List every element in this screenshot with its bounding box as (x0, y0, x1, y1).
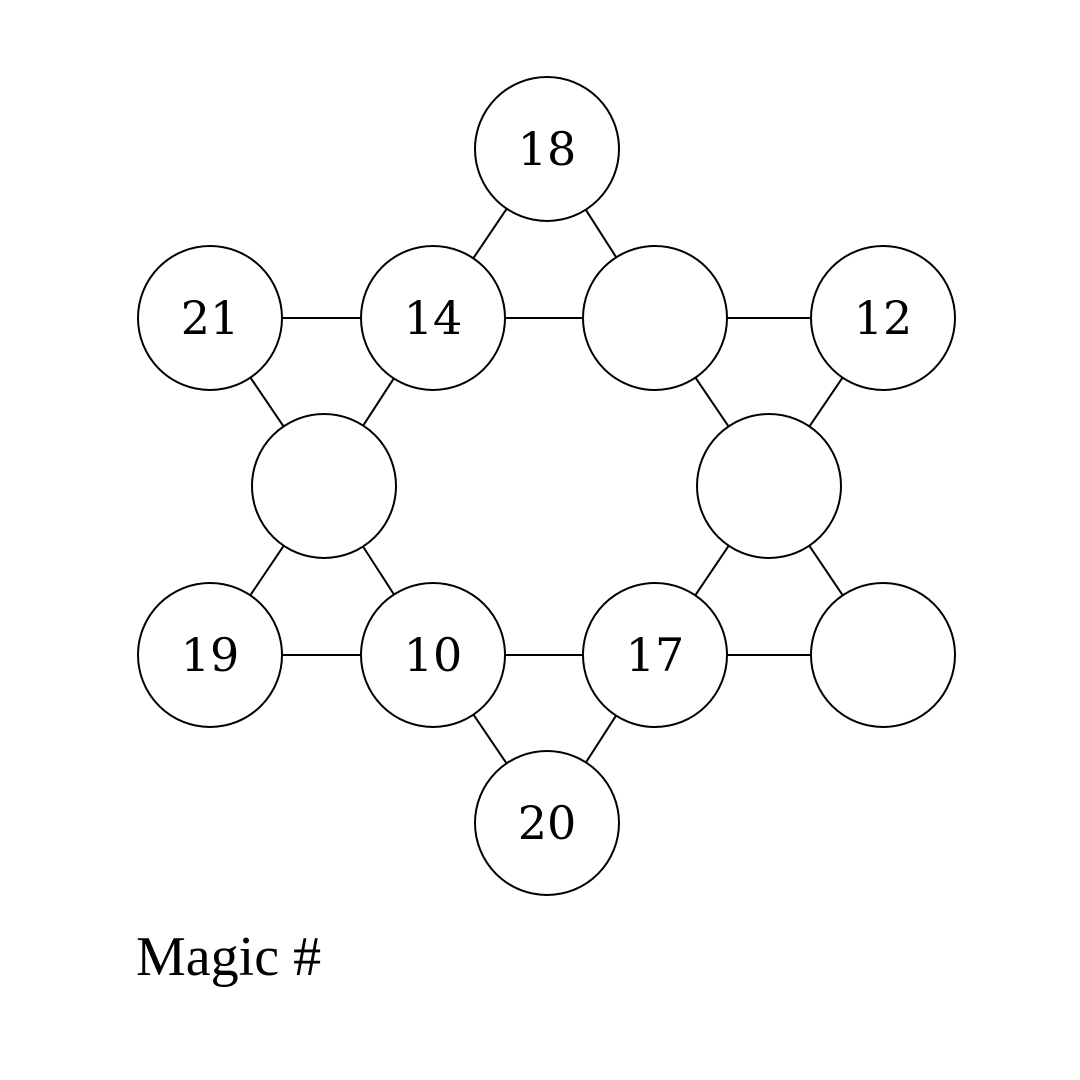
edge-upper-inner-left-to-middle-left (362, 377, 395, 427)
node-value: 12 (854, 291, 913, 345)
node-bottom: 20 (474, 750, 620, 896)
node-circle (810, 245, 956, 391)
node-value: 20 (518, 796, 577, 850)
node-upper-inner-left: 14 (360, 245, 506, 391)
node-upper-left-outer: 21 (137, 245, 283, 391)
edge-upper-right-outer-to-middle-right (808, 377, 844, 427)
edge-top-to-upper-inner-right (584, 209, 618, 258)
node-circle (251, 413, 397, 559)
node-value: 19 (181, 628, 240, 682)
node-value: 10 (404, 628, 463, 682)
edge-upper-inner-right-to-middle-right (694, 377, 730, 427)
node-circle (474, 750, 620, 896)
node-circle (474, 76, 620, 222)
node-circle (137, 245, 283, 391)
edge-upper-left-outer-to-middle-left (249, 377, 285, 427)
node-circle (360, 245, 506, 391)
node-upper-inner-right (582, 245, 728, 391)
node-value: 21 (181, 291, 240, 345)
node-value: 18 (518, 122, 577, 176)
edge-lower-inner-right-to-bottom (585, 715, 617, 763)
node-middle-left (251, 413, 397, 559)
node-top: 18 (474, 76, 620, 222)
node-lower-inner-left: 10 (360, 582, 506, 728)
node-circle (137, 582, 283, 728)
node-circle (582, 582, 728, 728)
node-circle (696, 413, 842, 559)
edge-middle-right-to-lower-inner-right (694, 545, 730, 596)
edge-middle-left-to-lower-inner-left (362, 545, 395, 596)
magic-number-label: Magic # (136, 926, 322, 988)
node-circle (360, 582, 506, 728)
edge-top-to-upper-inner-left (472, 208, 508, 259)
edge-lower-inner-left-to-bottom (472, 714, 508, 764)
node-lower-right-outer (810, 582, 956, 728)
node-middle-right (696, 413, 842, 559)
node-group: 18 21 14 12 19 10 17 20 (137, 76, 956, 896)
node-upper-right-outer: 12 (810, 245, 956, 391)
node-lower-left-outer: 19 (137, 582, 283, 728)
node-value: 17 (626, 628, 685, 682)
node-lower-inner-right: 17 (582, 582, 728, 728)
edge-group (249, 208, 844, 764)
edge-middle-left-to-lower-left-outer (249, 545, 285, 596)
node-value: 14 (404, 291, 463, 345)
node-circle (810, 582, 956, 728)
edge-middle-right-to-lower-right-outer (808, 545, 844, 596)
node-circle (582, 245, 728, 391)
